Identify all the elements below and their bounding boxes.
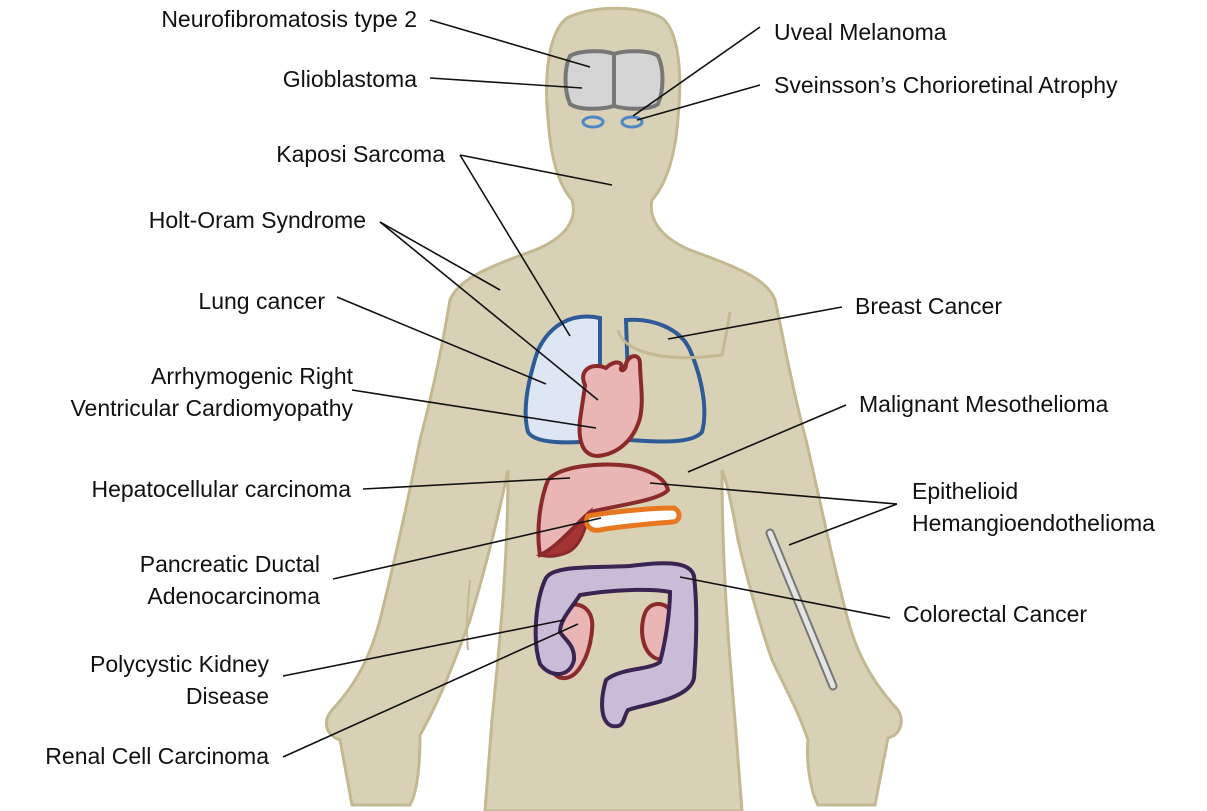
label-pancreatic-line1: Pancreatic Ductal [140,551,320,577]
label-glioblastoma: Glioblastoma [283,66,417,92]
brain [566,51,663,109]
label-breast: Breast Cancer [855,293,1002,319]
label-sveinsson: Sveinsson’s Chorioretinal Atrophy [774,72,1118,98]
label-arvc-line2: Ventricular Cardiomyopathy [70,395,353,421]
label-lung: Lung cancer [198,288,325,314]
label-renal: Renal Cell Carcinoma [45,743,269,769]
label-neurofibromatosis: Neurofibromatosis type 2 [161,6,417,32]
label-colorectal: Colorectal Cancer [903,601,1087,627]
label-pancreatic-line2: Adenocarcinoma [147,583,320,609]
label-epithelioid-line1: Epithelioid [912,478,1018,504]
leader-holt-oram-arm [380,222,500,290]
right-eye [622,117,642,127]
label-polycystic-line2: Disease [186,683,269,709]
label-epithelioid-line2: Hemangioendothelioma [912,510,1155,536]
label-holt-oram: Holt-Oram Syndrome [149,207,366,233]
label-arvc-line1: Arrhymogenic Right [151,363,354,389]
label-kaposi: Kaposi Sarcoma [276,141,445,167]
label-uveal: Uveal Melanoma [774,19,947,45]
left-eye [583,117,603,127]
labels-right: Uveal Melanoma Sveinsson’s Chorioretinal… [774,19,1155,627]
label-hepatocellular: Hepatocellular carcinoma [91,476,351,502]
label-mesothelioma: Malignant Mesothelioma [859,391,1109,417]
label-polycystic-line1: Polycystic Kidney [90,651,269,677]
